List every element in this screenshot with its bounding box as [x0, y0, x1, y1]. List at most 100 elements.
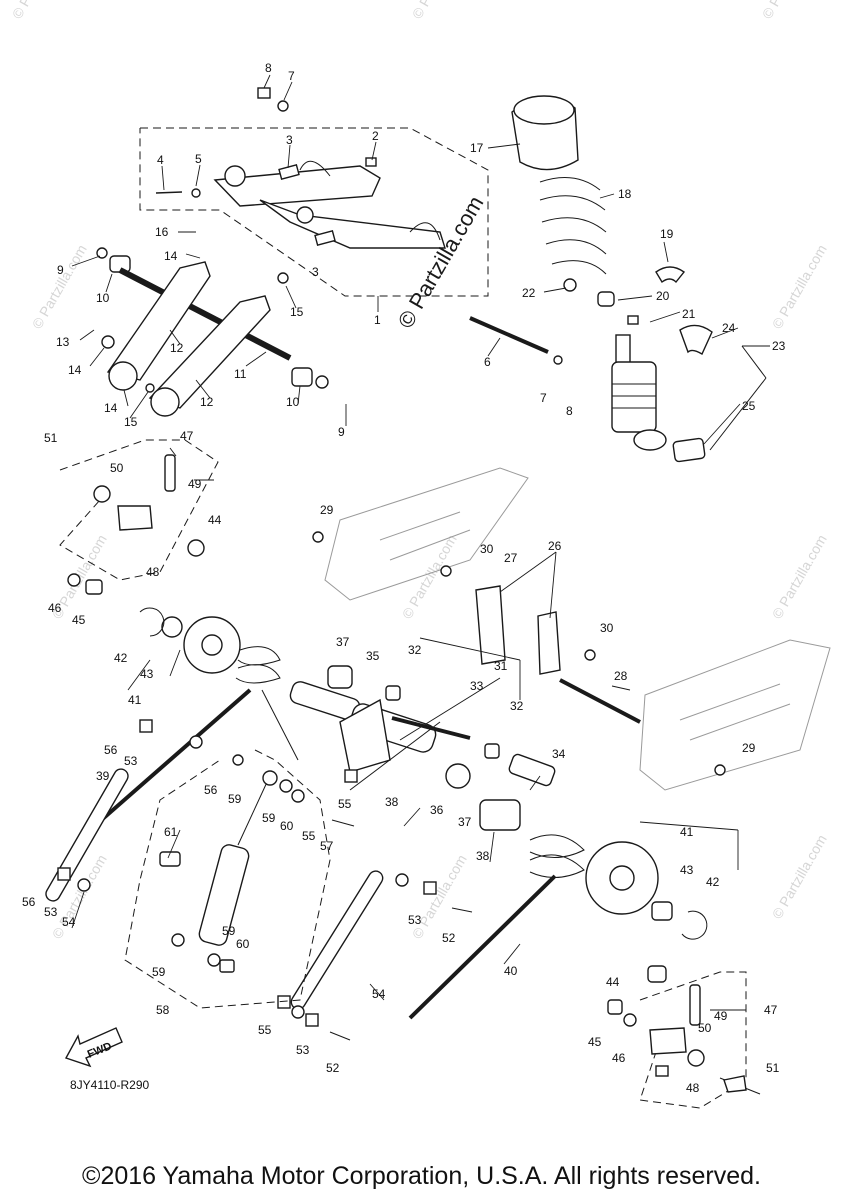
callout-30: 30 [600, 621, 614, 635]
callout-54: 54 [372, 987, 386, 1001]
watermark-faint: © Partzilla.com [769, 242, 830, 332]
callout-45: 45 [588, 1035, 602, 1049]
callout-60: 60 [280, 819, 294, 833]
callout-44: 44 [606, 975, 620, 989]
callout-5: 5 [195, 152, 202, 166]
callout-12: 12 [200, 395, 214, 409]
callout-17: 17 [470, 141, 484, 155]
callout-1: 1 [374, 313, 381, 327]
link-arms [45, 719, 473, 1041]
callout-57: 57 [320, 839, 334, 853]
callout-47: 47 [764, 1003, 778, 1017]
callout-61: 61 [164, 825, 178, 839]
callout-19: 19 [660, 227, 674, 241]
callout-59: 59 [262, 811, 276, 825]
callout-3: 3 [286, 133, 293, 147]
callout-55: 55 [338, 797, 352, 811]
callout-54: 54 [62, 915, 76, 929]
callout-53: 53 [296, 1043, 310, 1057]
callout-7: 7 [540, 391, 547, 405]
callout-15: 15 [124, 415, 138, 429]
callout-24: 24 [722, 321, 736, 335]
callout-7: 7 [288, 69, 295, 83]
callout-14: 14 [104, 401, 118, 415]
callout-48: 48 [686, 1081, 700, 1095]
callout-52: 52 [442, 931, 456, 945]
callout-46: 46 [48, 601, 62, 615]
callout-52: 52 [326, 1061, 340, 1075]
callout-16: 16 [155, 225, 169, 239]
front-idler-kit [59, 439, 241, 674]
callout-29: 29 [320, 503, 334, 517]
callout-12: 12 [170, 341, 184, 355]
callout-15: 15 [290, 305, 304, 319]
callout-30: 30 [480, 542, 494, 556]
callout-60: 60 [236, 937, 250, 951]
callout-18: 18 [618, 187, 632, 201]
callout-38: 38 [476, 849, 490, 863]
callout-2: 2 [372, 129, 379, 143]
callout-56: 56 [204, 783, 218, 797]
callout-23: 23 [772, 339, 786, 353]
center-suspension [88, 531, 726, 1020]
callout-58: 58 [156, 1003, 170, 1017]
callout-42: 42 [114, 651, 128, 665]
callout-34: 34 [552, 747, 566, 761]
callout-55: 55 [302, 829, 316, 843]
callout-10: 10 [96, 291, 110, 305]
callout-27: 27 [504, 551, 518, 565]
callout-51: 51 [44, 431, 58, 445]
callout-55: 55 [258, 1023, 272, 1037]
callout-41: 41 [128, 693, 142, 707]
callout-51: 51 [766, 1061, 780, 1075]
callout-37: 37 [336, 635, 350, 649]
callout-11: 11 [234, 367, 247, 381]
watermark-faint: © Partzilla.com [409, 852, 470, 942]
callout-8: 8 [566, 404, 573, 418]
callout-38: 38 [385, 795, 399, 809]
watermark-faint: © Partzilla.com [29, 242, 90, 332]
rear-shock-assembly [511, 95, 767, 463]
callout-49: 49 [714, 1009, 728, 1023]
callout-46: 46 [612, 1051, 626, 1065]
callout-32: 32 [408, 643, 422, 657]
watermark-faint: © Partzilla.com [759, 0, 820, 22]
callout-47: 47 [180, 429, 194, 443]
callout-48: 48 [146, 565, 160, 579]
rear-idler-kit [607, 965, 761, 1109]
copyright-notice: ©2016 Yamaha Motor Corporation, U.S.A. A… [82, 1162, 761, 1190]
callout-10: 10 [286, 395, 300, 409]
callout-43: 43 [140, 667, 154, 681]
callout-41: 41 [680, 825, 694, 839]
callout-37: 37 [458, 815, 472, 829]
watermark-main: © Partzilla.com [393, 192, 489, 333]
callout-56: 56 [104, 743, 118, 757]
callout-14: 14 [164, 249, 178, 263]
callout-49: 49 [188, 477, 202, 491]
callout-36: 36 [430, 803, 444, 817]
callout-20: 20 [656, 289, 670, 303]
callout-4: 4 [157, 153, 164, 167]
callout-9: 9 [338, 425, 345, 439]
callout-59: 59 [152, 965, 166, 979]
callout-32: 32 [510, 699, 524, 713]
rear-arm-assembly [139, 87, 489, 297]
front-shock-kit [124, 749, 331, 1009]
callout-59: 59 [228, 792, 242, 806]
callout-26: 26 [548, 539, 562, 553]
callout-45: 45 [72, 613, 86, 627]
watermark-grid: © Partzilla.com © Partzilla.com © Partzi… [9, 0, 830, 942]
callout-3: 3 [312, 265, 319, 279]
callout-56: 56 [22, 895, 36, 909]
watermark-faint: © Partzilla.com [769, 532, 830, 622]
callout-50: 50 [110, 461, 124, 475]
callout-42: 42 [706, 875, 720, 889]
drawing-code: 8JY4110-R290 [70, 1078, 150, 1092]
callout-40: 40 [504, 964, 518, 978]
callout-29: 29 [742, 741, 756, 755]
callout-6: 6 [484, 355, 491, 369]
callout-59: 59 [222, 924, 236, 938]
callout-9: 9 [57, 263, 64, 277]
rear-pivot-arms [96, 247, 563, 417]
